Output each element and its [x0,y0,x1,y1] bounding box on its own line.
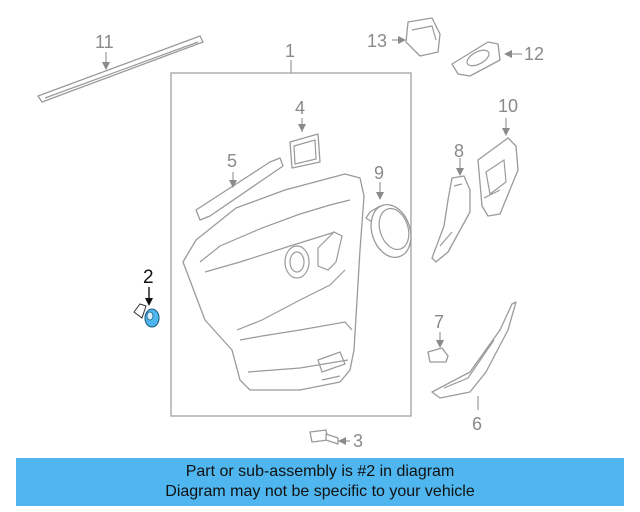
callout-12: 12 [524,44,544,64]
callout-13: 13 [367,31,387,51]
part-13-switch: 13 [367,17,441,57]
part-4-switch-bezel: 4 [289,98,321,169]
callout-6: 6 [472,414,482,434]
part-5-trim-strip: 5 [195,151,284,221]
callout-10: 10 [498,96,518,116]
banner-line-1: Part or sub-assembly is #2 in diagram [185,463,455,480]
callout-5: 5 [227,151,237,171]
callout-4: 4 [295,98,305,118]
callout-2: 2 [143,267,154,288]
part-7-clip: 7 [427,312,449,363]
callout-1: 1 [285,41,295,61]
part-12-handle: 12 [451,41,544,77]
banner-line-2: Diagram may not be specific to your vehi… [165,483,475,500]
callout-3: 3 [353,431,363,451]
callout-8: 8 [454,141,464,161]
part-8-bracket: 8 [431,141,471,263]
part-6-trim-panel: 6 [431,301,517,434]
door-trim-panel [182,173,365,391]
part-11-molding: 11 [37,32,204,103]
part-10-window-switch-panel: 10 [477,96,519,217]
info-banner: Part or sub-assembly is #2 in diagram Di… [16,458,624,506]
callout-11: 11 [95,32,114,52]
part-3-bolt: 3 [309,429,363,451]
part-9-speaker-grille: 9 [365,163,412,258]
callout-9: 9 [374,163,384,183]
callout-7: 7 [434,312,444,332]
part-2-highlighted-clip: 2 [133,267,160,328]
